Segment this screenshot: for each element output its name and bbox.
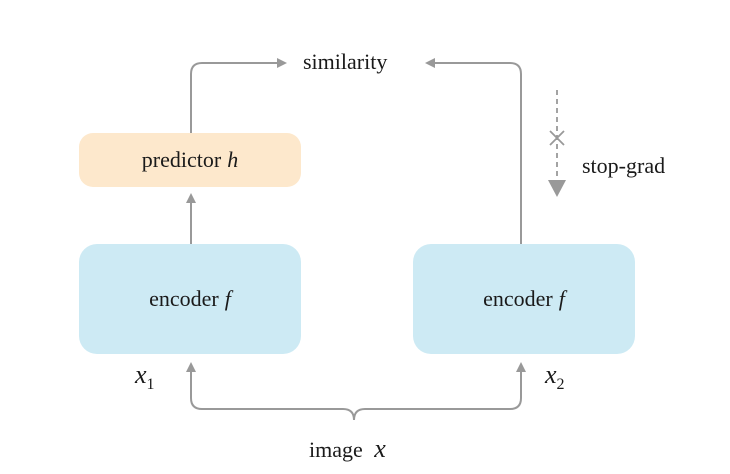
image-right-branch-arrow: [353, 362, 526, 421]
input-left-label: x1: [135, 360, 155, 394]
input-left-var: x: [135, 360, 147, 389]
stopgrad-cross-icon: [549, 130, 565, 146]
predictor-var: h: [227, 147, 239, 172]
image-text: image: [309, 437, 363, 462]
predictor-to-similarity-arrow: [190, 58, 287, 133]
predictor-box: predictor h: [79, 133, 301, 187]
encoder-right-to-similarity-arrow: [425, 58, 522, 244]
input-right-label: x2: [545, 360, 565, 394]
image-label: image x: [309, 434, 386, 464]
encoder-left-box: encoder f: [79, 244, 301, 354]
input-left-sub: 1: [146, 376, 155, 394]
stopgrad-arrowhead: [548, 180, 566, 197]
encoder-left-label: encoder: [149, 286, 219, 311]
encoder-left-var: f: [224, 286, 231, 311]
encoder-right-box: encoder f: [413, 244, 635, 354]
image-left-branch-arrow: [186, 362, 355, 421]
predictor-label: predictor: [141, 147, 222, 172]
similarity-label: similarity: [303, 49, 388, 74]
image-var: x: [374, 434, 386, 463]
stopgrad-label: stop-grad: [582, 153, 666, 178]
encoder-right-var: f: [558, 286, 565, 311]
input-right-var: x: [545, 360, 557, 389]
input-right-sub: 2: [556, 376, 565, 394]
encoder-right-label: encoder: [483, 286, 553, 311]
